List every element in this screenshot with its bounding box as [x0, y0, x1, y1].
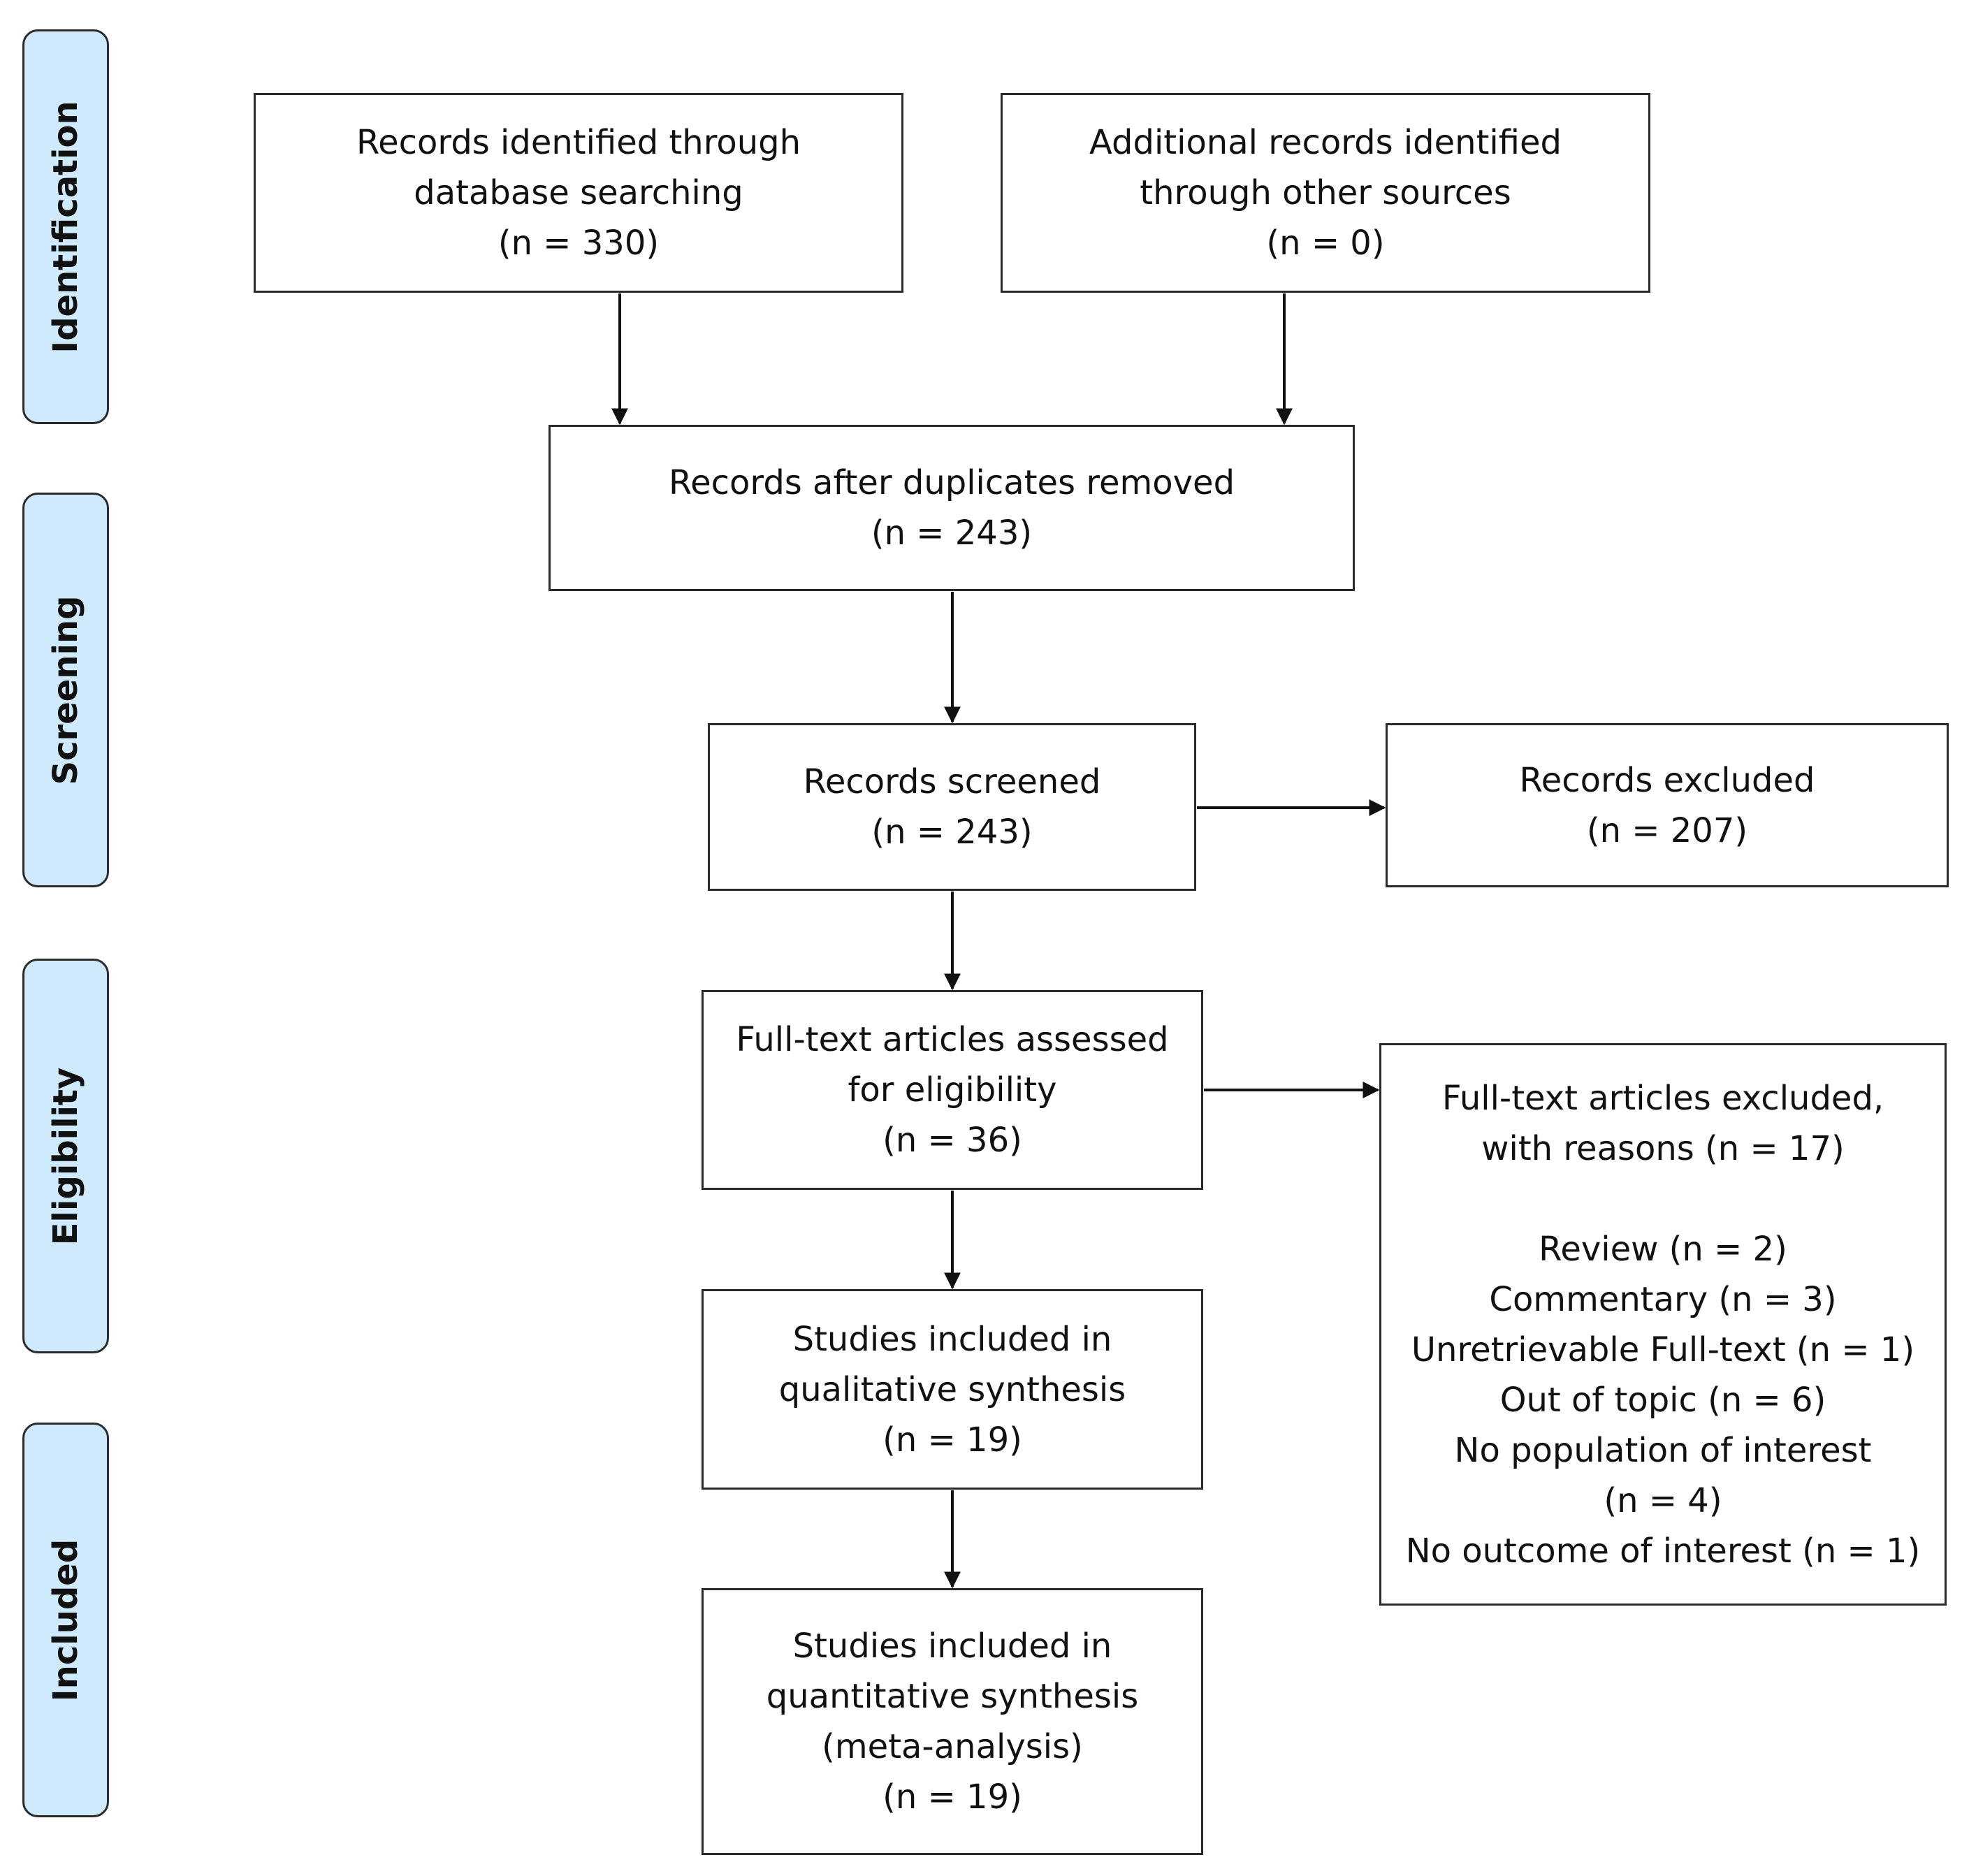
quantitative-synthesis-text: Studies included in quantitative synthes…	[766, 1627, 1139, 1817]
records-screened-box: Records screened (n = 243)	[708, 723, 1196, 891]
qualitative-synthesis-text: Studies included in qualitative synthesi…	[778, 1319, 1126, 1460]
fulltext-assessed-text: Full-text articles assessed for eligibil…	[736, 1020, 1169, 1160]
after-duplicates-text: Records after duplicates removed (n = 24…	[668, 463, 1235, 553]
fulltext-assessed-box: Full-text articles assessed for eligibil…	[702, 990, 1203, 1190]
records-excluded-text: Records excluded (n = 207)	[1519, 760, 1815, 850]
database-records-text: Records identified through database sear…	[356, 123, 801, 263]
phase-eligibility: Eligibility	[22, 959, 109, 1353]
other-sources-text: Additional records identified through ot…	[1089, 123, 1562, 263]
quantitative-synthesis-box: Studies included in quantitative synthes…	[702, 1588, 1203, 1855]
fulltext-excluded-box: Full-text articles excluded, with reason…	[1379, 1043, 1947, 1606]
database-records-box: Records identified through database sear…	[254, 93, 903, 293]
phase-screening: Screening	[22, 493, 109, 887]
phase-included: Included	[22, 1423, 109, 1817]
records-screened-text: Records screened (n = 243)	[803, 762, 1101, 852]
fulltext-excluded-text: Full-text articles excluded, with reason…	[1405, 1078, 1921, 1571]
after-duplicates-box: Records after duplicates removed (n = 24…	[548, 425, 1355, 591]
phase-identification: Identification	[22, 29, 109, 424]
records-excluded-box: Records excluded (n = 207)	[1386, 723, 1949, 887]
qualitative-synthesis-box: Studies included in qualitative synthesi…	[702, 1289, 1203, 1490]
other-sources-box: Additional records identified through ot…	[1001, 93, 1650, 293]
